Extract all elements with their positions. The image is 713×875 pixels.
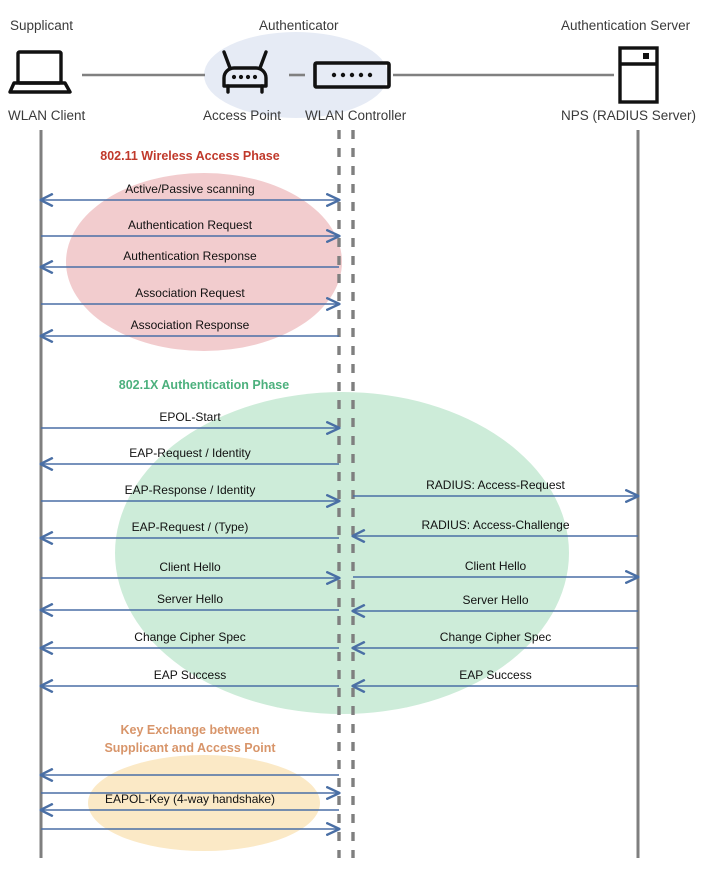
phase-ellipse-dot1x <box>115 392 569 714</box>
node-label-wlan-client: WLAN Client <box>8 108 86 123</box>
message-label: Association Request <box>135 286 245 300</box>
phase-label-wireless-access: 802.11 Wireless Access Phase <box>100 149 280 163</box>
message-label: RADIUS: Access-Challenge <box>421 518 570 532</box>
message-label: Authentication Response <box>123 249 257 263</box>
access-point-leds <box>231 74 258 80</box>
message-label: EAPOL-Key (4-way handshake) <box>104 792 276 806</box>
phase-label-key-exchange-line2: Supplicant and Access Point <box>104 741 276 755</box>
message-label: Authentication Request <box>127 218 253 232</box>
message-label: Active/Passive scanning <box>125 182 255 196</box>
message-label: Client Hello <box>159 560 221 574</box>
message-label: RADIUS: Access-Request <box>426 478 565 492</box>
message-label: EAP Success <box>459 668 532 682</box>
phase-label-dot1x-auth: 802.1X Authentication Phase <box>118 378 290 392</box>
node-label-wlan-controller: WLAN Controller <box>305 108 407 123</box>
message-arrow-layer <box>41 200 638 829</box>
access-point-icon <box>222 50 268 94</box>
server-led <box>643 53 649 59</box>
message-label: Server Hello <box>156 592 224 606</box>
message-label: Server Hello <box>462 593 529 607</box>
server-icon <box>618 46 659 104</box>
role-header-authenticator: Authenticator <box>259 18 339 33</box>
phase-label-key-exchange: Key Exchange between Supplicant and Acce… <box>0 721 380 757</box>
message-label: EAP-Response / Identity <box>124 483 256 497</box>
phase-ellipse-wireless <box>66 173 342 351</box>
phase-ellipse-keyexchange <box>88 755 320 851</box>
message-label: EAP-Request / (Type) <box>131 520 249 534</box>
message-label: Client Hello <box>464 559 527 573</box>
role-header-supplicant: Supplicant <box>10 18 74 33</box>
message-label: Association Response <box>130 318 250 332</box>
message-label: Change Cipher Spec <box>439 630 552 644</box>
role-header-auth-server: Authentication Server <box>561 18 691 33</box>
message-label: EAP-Request / Identity <box>129 446 251 460</box>
laptop-icon <box>8 50 72 94</box>
phase-label-key-exchange-line1: Key Exchange between <box>120 723 260 737</box>
message-label: EAP Success <box>153 668 227 682</box>
message-label: Change Cipher Spec <box>134 630 246 644</box>
message-label: EPOL-Start <box>159 410 221 424</box>
node-label-nps-radius-server: NPS (RADIUS Server) <box>561 108 697 123</box>
wlan-controller-icon <box>313 61 391 89</box>
node-label-access-point: Access Point <box>203 108 282 123</box>
